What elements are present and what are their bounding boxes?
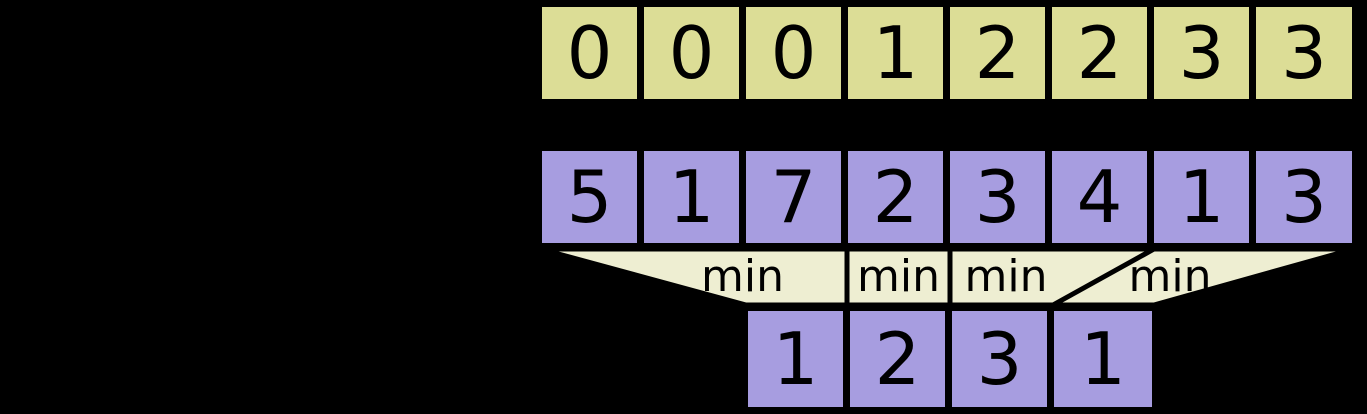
index-cell-3: 1 [844, 3, 947, 103]
value-cell-4: 3 [946, 147, 1049, 247]
output-cell-2: 3 [948, 307, 1051, 411]
value-cell-5: 4 [1048, 147, 1151, 247]
index-cell-1: 0 [640, 3, 743, 103]
min-label-2: min [964, 251, 1048, 302]
index-cell-4: 2 [946, 3, 1049, 103]
min-label-0: min [701, 251, 784, 302]
index-cell-7: 3 [1252, 3, 1356, 103]
index-cell-2: 0 [742, 3, 845, 103]
output-cell-3: 1 [1050, 307, 1156, 411]
value-cell-7: 3 [1252, 147, 1356, 247]
value-cell-1: 1 [640, 147, 743, 247]
index-cell-5: 2 [1048, 3, 1151, 103]
value-cell-0: 5 [538, 147, 641, 247]
index-cell-6: 3 [1150, 3, 1253, 103]
value-cell-3: 2 [844, 147, 947, 247]
output-cell-0: 1 [744, 307, 847, 411]
output-cell-1: 2 [846, 307, 949, 411]
index-cell-0: 0 [538, 3, 641, 103]
min-label-1: min [857, 251, 940, 302]
min-label-3: min [1128, 251, 1212, 302]
value-cell-2: 7 [742, 147, 845, 247]
value-cell-6: 1 [1150, 147, 1253, 247]
